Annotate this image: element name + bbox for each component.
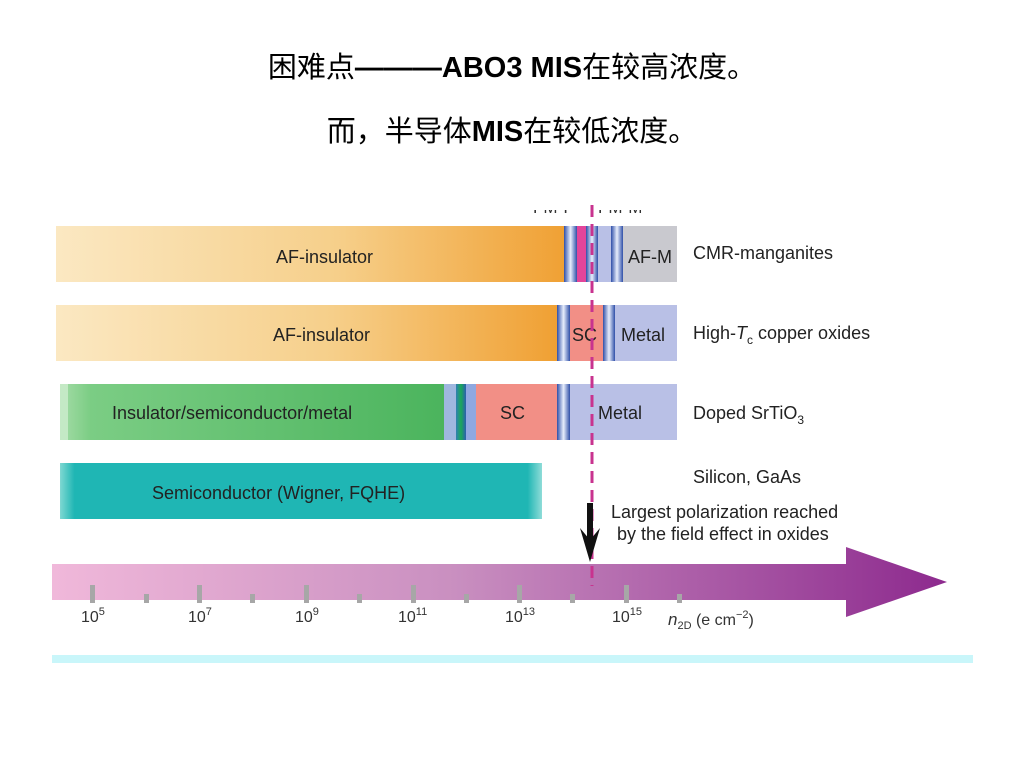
tick-label: 107 xyxy=(188,606,212,626)
title2-text-cn-a: 而，半导体 xyxy=(326,114,472,148)
annotation-line-2: by the field effect in oxides xyxy=(617,524,829,544)
af-insulator-segment xyxy=(56,226,568,282)
title2-bold-mis: MIS xyxy=(471,116,524,148)
slide-title-line-1: 困难点———ABO3 MIS在较高浓度。 xyxy=(0,44,1024,86)
metal-label: Metal xyxy=(621,325,665,345)
sc-segment xyxy=(570,305,603,361)
phase-separator xyxy=(603,305,615,361)
insulator-semiconductor-metal-segment xyxy=(60,384,444,440)
row-high-tc-copper-oxides: AF-insulator SC Metal xyxy=(56,305,677,361)
title2-text-cn-b: 在较低浓度。 xyxy=(523,114,698,148)
metal-segment xyxy=(615,305,677,361)
major-tick xyxy=(90,585,95,603)
silicon-gaas-label: Silicon, GaAs xyxy=(693,467,801,487)
minor-tick xyxy=(357,594,362,603)
bar-edge xyxy=(60,384,68,440)
af-insulator-label: AF-insulator xyxy=(276,247,373,267)
minor-tick xyxy=(570,594,575,603)
tick-labels: 105 107 109 1011 1013 1015 n2D (e cm−2) xyxy=(81,606,754,632)
axis-ticks xyxy=(90,585,682,603)
tick-label: 105 xyxy=(81,606,105,626)
semiconductor-segment xyxy=(60,463,542,519)
down-arrow-icon xyxy=(580,503,600,562)
major-tick xyxy=(411,585,416,603)
major-tick xyxy=(517,585,522,603)
sc-segment xyxy=(476,384,557,440)
tick-label: 1013 xyxy=(505,606,535,626)
high-tc-label: High-Tc copper oxides xyxy=(693,323,870,347)
decorative-cyan-line xyxy=(52,655,973,663)
row-cmr-manganites: AF-insulator AF-M xyxy=(56,226,677,282)
tick-label: 109 xyxy=(295,606,319,626)
phase-separator xyxy=(466,384,476,440)
fm-i-segment xyxy=(577,226,586,282)
major-tick xyxy=(197,585,202,603)
tick-label: 1015 xyxy=(612,606,642,626)
metal-segment xyxy=(570,384,677,440)
title-text-cn-a: 困难点 xyxy=(267,50,355,84)
phase-separator xyxy=(557,384,570,440)
af-insulator-segment xyxy=(56,305,558,361)
minor-tick xyxy=(464,594,469,603)
major-tick xyxy=(624,585,629,603)
title-bold-abo3: ABO3 MIS xyxy=(441,52,583,84)
row-silicon-gaas: Semiconductor (Wigner, FQHE) xyxy=(60,463,542,519)
metal-label: Metal xyxy=(598,403,642,423)
title-dash: ——— xyxy=(354,52,442,84)
phase-separator xyxy=(564,226,577,282)
major-tick xyxy=(304,585,309,603)
fm-m-segment xyxy=(598,226,611,282)
phase-separator xyxy=(557,305,570,361)
af-m-segment xyxy=(623,226,677,282)
axis-arrow xyxy=(52,547,947,617)
annotation-line-1: Largest polarization reached xyxy=(611,502,838,522)
cmr-manganites-label: CMR-manganites xyxy=(693,243,833,263)
slide-title-line-2: 而，半导体MIS在较低浓度。 xyxy=(0,108,1024,150)
doped-srtio3-label: Doped SrTiO3 xyxy=(693,403,804,427)
tick-label: 1011 xyxy=(398,606,427,626)
semiconductor-label: Semiconductor (Wigner, FQHE) xyxy=(152,483,405,503)
row-doped-srtio3: Insulator/semiconductor/metal SC Metal xyxy=(60,384,677,440)
af-insulator-label: AF-insulator xyxy=(273,325,370,345)
axis-label: n2D (e cm−2) xyxy=(668,609,754,632)
phase-separator xyxy=(444,384,456,440)
sc-label: SC xyxy=(500,403,525,423)
density-axis xyxy=(52,547,947,617)
phase-separator xyxy=(456,384,466,440)
minor-tick xyxy=(144,594,149,603)
minor-tick xyxy=(250,594,255,603)
phase-separator xyxy=(611,226,623,282)
af-m-label: AF-M xyxy=(628,247,672,267)
top-label-clip xyxy=(54,200,694,210)
minor-tick xyxy=(677,594,682,603)
title-text-cn-b: 在较高浓度。 xyxy=(582,50,757,84)
insulator-semiconductor-metal-label: Insulator/semiconductor/metal xyxy=(112,403,352,423)
